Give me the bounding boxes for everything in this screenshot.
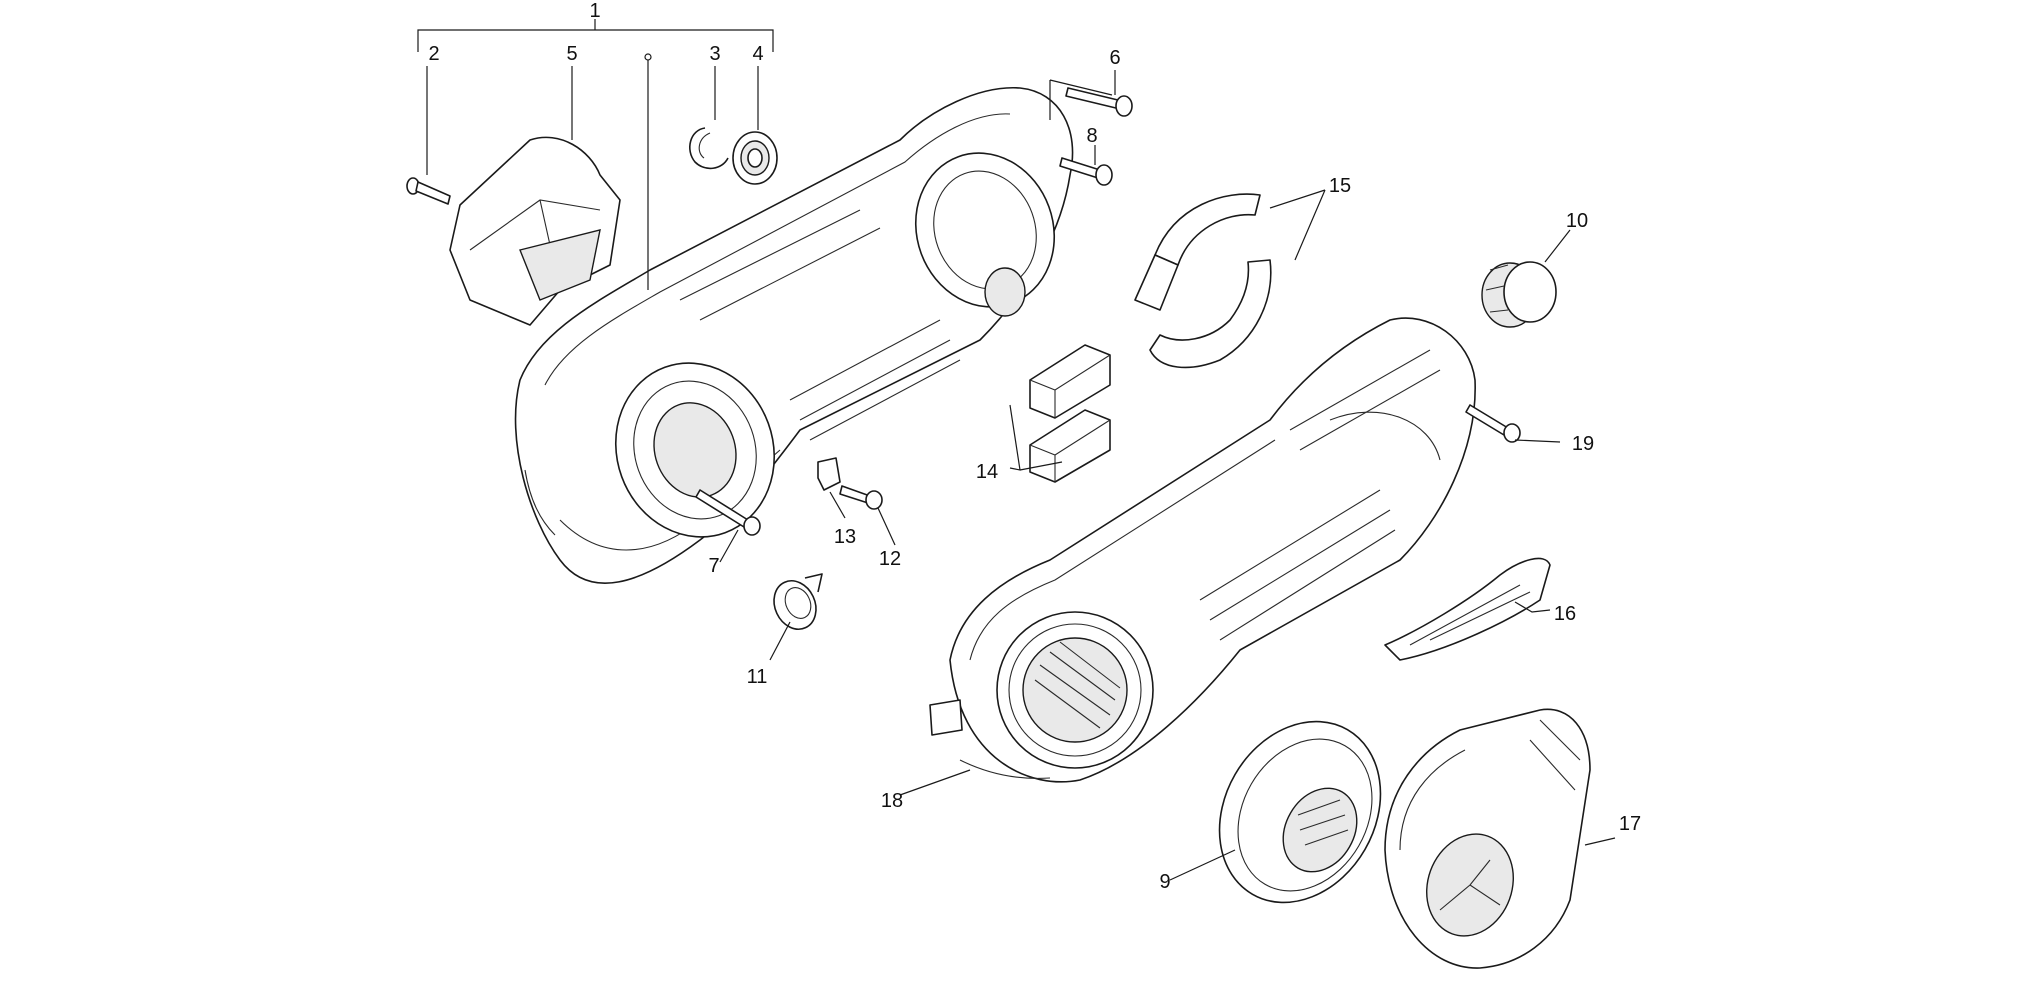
callout-12: 12 xyxy=(879,548,901,570)
part-14-blocks xyxy=(1029,344,1111,483)
part-6-screw xyxy=(1065,87,1133,117)
callout-19: 19 xyxy=(1572,433,1594,455)
callout-10: 10 xyxy=(1566,210,1588,232)
callout-16: 16 xyxy=(1554,603,1576,625)
callout-7: 7 xyxy=(708,555,719,577)
part-17-outer-cover xyxy=(1384,708,1591,969)
part-2-screw xyxy=(406,177,451,205)
part-12-screw xyxy=(839,485,883,510)
callout-17: 17 xyxy=(1619,813,1641,835)
part-16-guide xyxy=(1384,557,1551,661)
part-19-screw xyxy=(1465,404,1521,443)
callout-4: 4 xyxy=(752,43,763,65)
leader-lines xyxy=(417,19,1616,881)
callout-14: 14 xyxy=(976,461,998,483)
part-13-clip-nut xyxy=(817,457,841,491)
part-4-bearing xyxy=(732,131,778,185)
part-11-clamp xyxy=(773,573,823,630)
part-10-cap xyxy=(1481,261,1557,328)
inner-transmission-cover xyxy=(514,87,1074,584)
callout-13: 13 xyxy=(834,526,856,548)
callout-8: 8 xyxy=(1086,125,1097,147)
callout-2: 2 xyxy=(428,43,439,65)
outer-transmission-cover xyxy=(929,317,1476,783)
part-3-circlip xyxy=(689,127,729,170)
callout-15: 15 xyxy=(1329,175,1351,197)
callout-11: 11 xyxy=(747,666,768,688)
callout-1: 1 xyxy=(589,0,600,22)
callout-3: 3 xyxy=(709,43,720,65)
part-15-shoes xyxy=(1134,193,1272,369)
part-7-screw xyxy=(695,489,761,536)
part-8-screw xyxy=(1059,157,1113,186)
callout-6: 6 xyxy=(1109,47,1120,69)
callout-9: 9 xyxy=(1159,871,1170,893)
part-5-deflector xyxy=(449,136,621,326)
part-9-grille-cover xyxy=(1218,720,1382,904)
callout-5: 5 xyxy=(566,43,577,65)
callouts: 1 2 3 4 5 6 7 8 9 10 11 12 13 14 15 16 1… xyxy=(428,0,1641,893)
callout-18: 18 xyxy=(881,790,903,812)
